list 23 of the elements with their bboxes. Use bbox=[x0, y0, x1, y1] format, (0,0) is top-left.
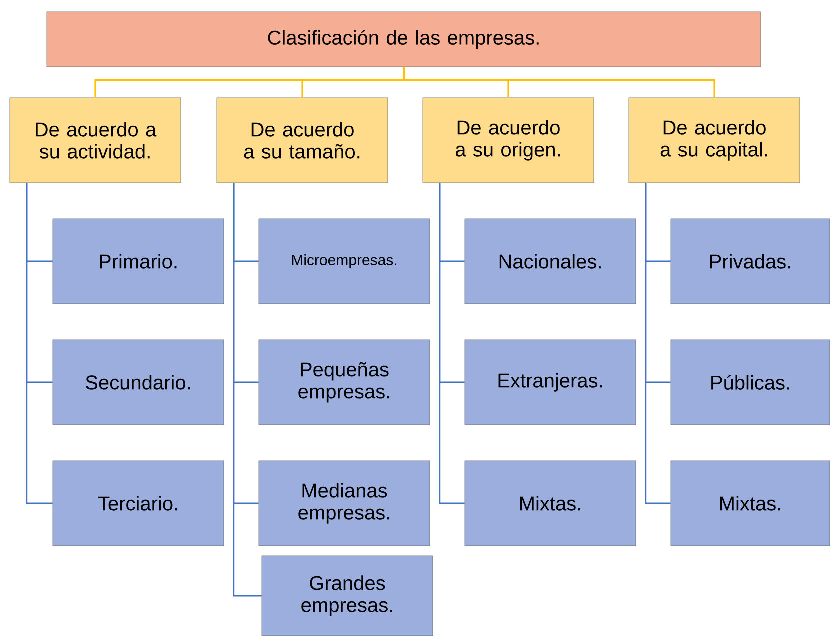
item-box: Grandes empresas. bbox=[262, 556, 434, 636]
category-box: De acuerdo a su actividad. bbox=[10, 98, 182, 184]
connector-line bbox=[403, 67, 716, 98]
item-box: Secundario. bbox=[52, 340, 224, 426]
connector-line bbox=[233, 183, 262, 597]
item-box: Primario. bbox=[52, 218, 224, 304]
connector-line bbox=[26, 183, 53, 504]
item-box: Terciario. bbox=[52, 460, 224, 546]
item-box: Extranjeras. bbox=[464, 340, 636, 426]
title-box: Clasificación de las empresas. bbox=[46, 12, 762, 68]
connector-line bbox=[439, 183, 465, 504]
item-box: Nacionales. bbox=[464, 218, 636, 304]
item-box: Mixtas. bbox=[670, 460, 830, 546]
item-box: Medianas empresas. bbox=[258, 460, 430, 546]
item-box: Mixtas. bbox=[464, 460, 636, 546]
category-box: De acuerdo a su origen. bbox=[422, 98, 594, 184]
category-box: De acuerdo a su capital. bbox=[628, 98, 800, 184]
item-box: Pequeñas empresas. bbox=[258, 340, 430, 426]
category-box: De acuerdo a su tamaño. bbox=[216, 98, 388, 184]
connector-line bbox=[645, 183, 671, 504]
item-box: Públicas. bbox=[670, 340, 830, 426]
item-box: Privadas. bbox=[670, 218, 830, 304]
item-box: Microempresas. bbox=[258, 218, 430, 304]
